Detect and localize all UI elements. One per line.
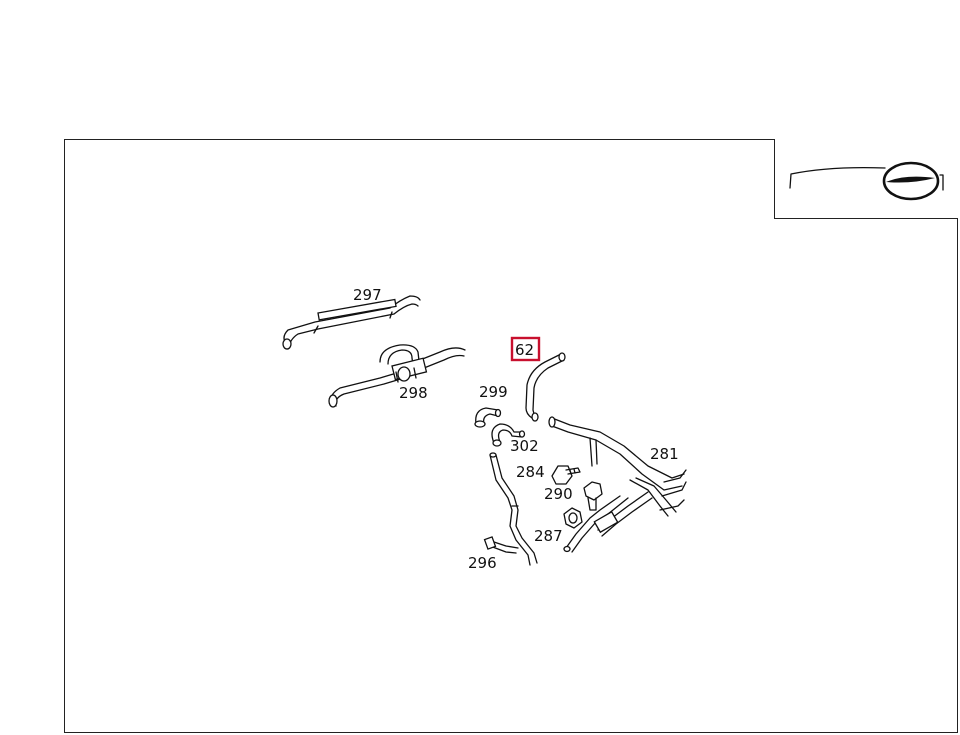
callout-281[interactable]: 281 (650, 445, 679, 463)
part-290-bolt[interactable] (583, 481, 603, 511)
steering-wheel-icon (789, 161, 944, 201)
callout-290[interactable]: 290 (544, 485, 573, 503)
part-62-hose[interactable] (525, 352, 566, 422)
diagram-frame (64, 139, 958, 733)
part-287-nut[interactable] (563, 507, 583, 529)
part-281-line-bundle[interactable] (548, 416, 687, 553)
part-296-line[interactable] (483, 452, 538, 566)
callout-299[interactable]: 299 (479, 383, 508, 401)
callout-287[interactable]: 287 (534, 527, 563, 545)
callout-296[interactable]: 296 (468, 554, 497, 572)
callout-62[interactable]: 62 (515, 341, 534, 359)
callout-284[interactable]: 284 (516, 463, 545, 481)
callout-297[interactable]: 297 (353, 286, 382, 304)
part-302-hose[interactable] (491, 423, 526, 447)
part-299-elbow-hose[interactable] (474, 407, 502, 428)
part-297-hose[interactable] (282, 295, 421, 350)
callout-62-highlight (510, 336, 541, 362)
part-298-hose-assembly[interactable] (328, 344, 466, 408)
part-284-bolt[interactable] (551, 465, 581, 485)
callout-302[interactable]: 302 (510, 437, 539, 455)
callout-298[interactable]: 298 (399, 384, 428, 402)
